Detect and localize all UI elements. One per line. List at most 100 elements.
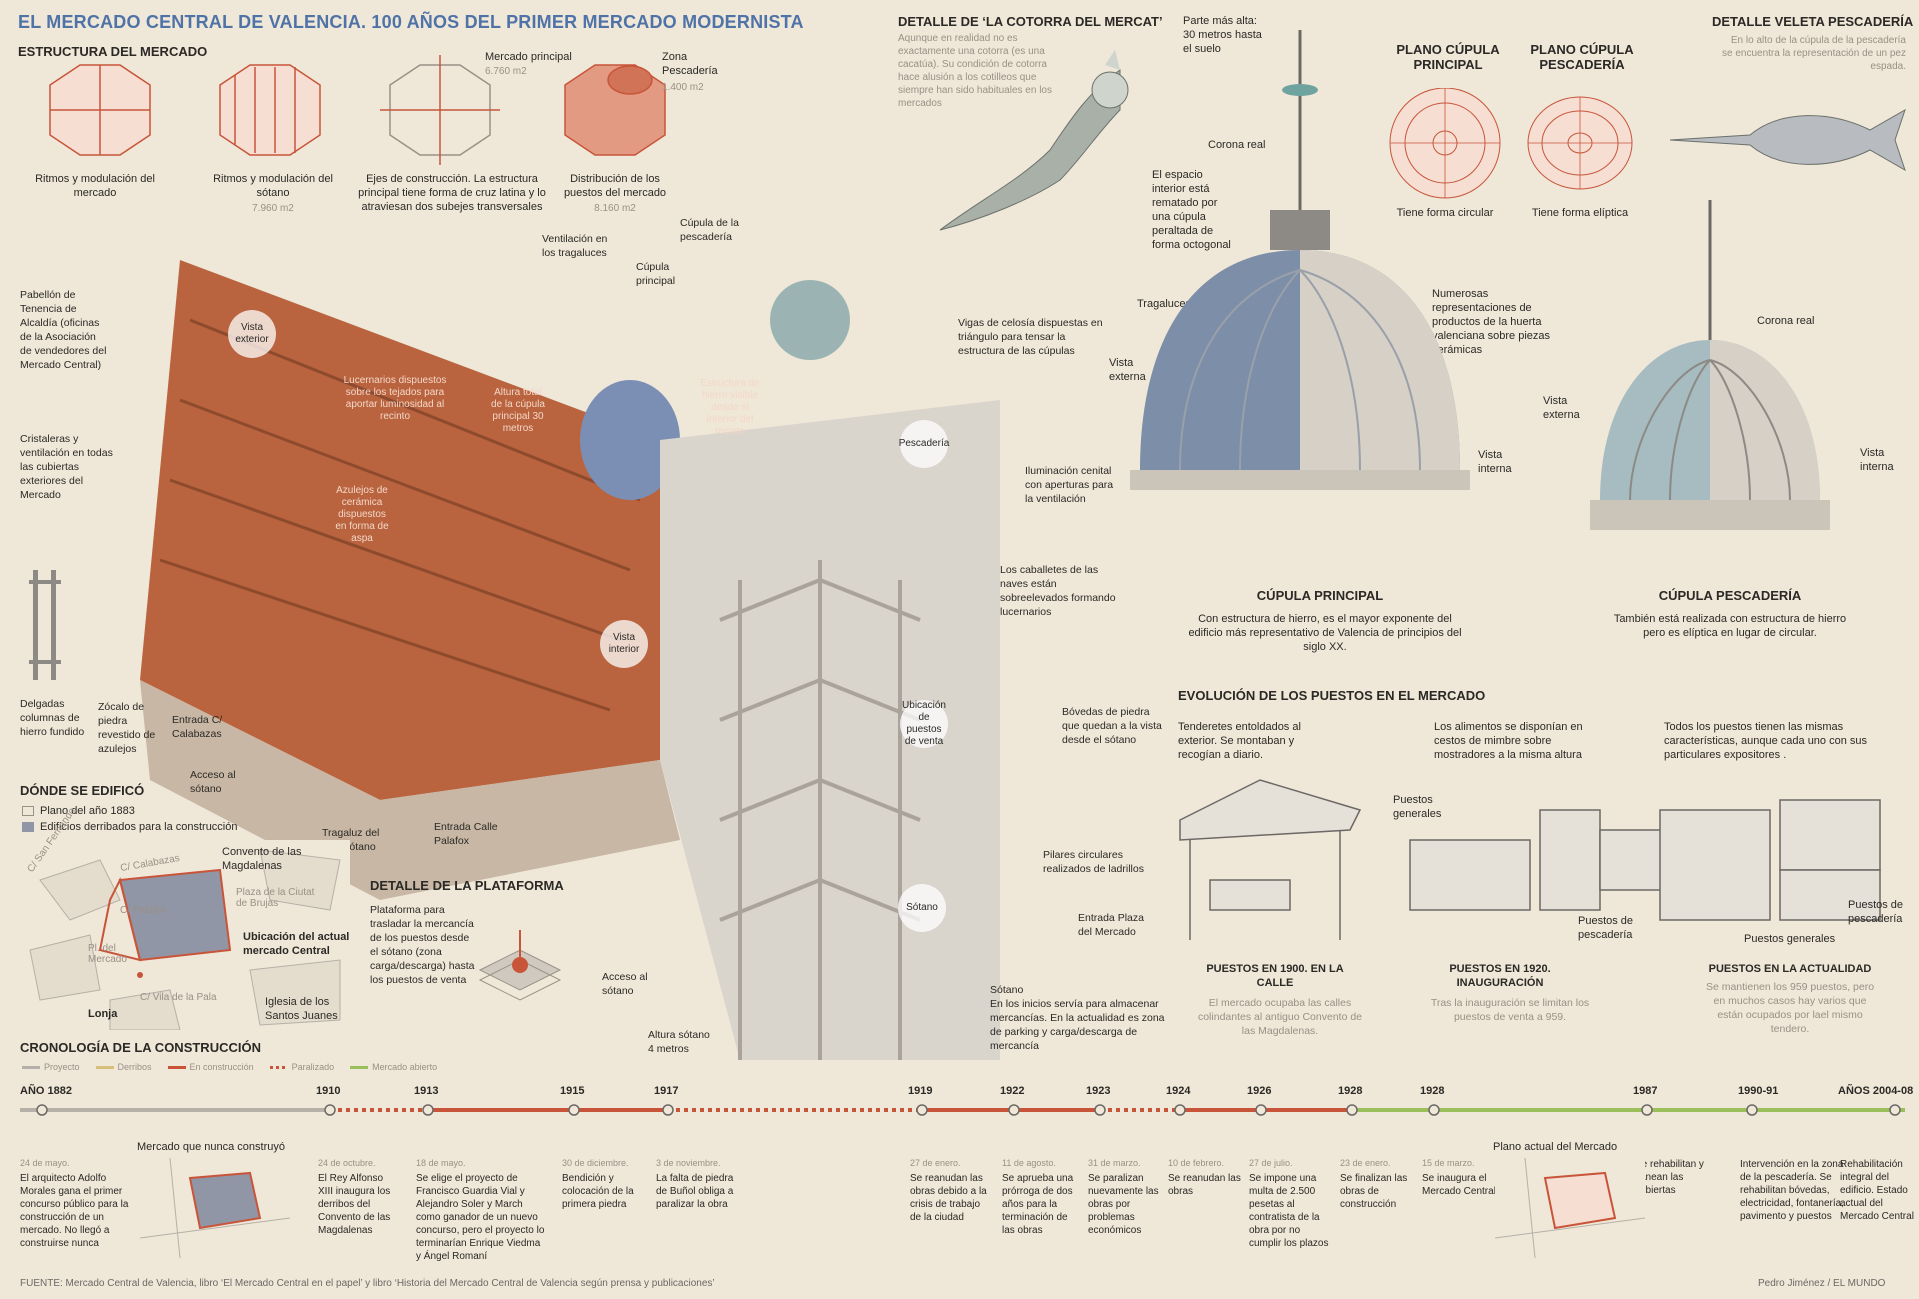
timeline-date: 15 de marzo. xyxy=(1422,1158,1475,1168)
ubicacion-label: Ubicación del actual mercado Central xyxy=(243,931,350,957)
plan-label-3: Ejes de construcción. La estructura prin… xyxy=(358,173,546,213)
estructura-hierro-label: Estructura de hierro visible desde el in… xyxy=(700,378,760,437)
legend-label: Paralizado xyxy=(291,1062,335,1072)
col2-title: PUESTOS EN 1920. INAUGURACIÓN xyxy=(1449,963,1551,989)
timeline-marker xyxy=(1094,1104,1106,1116)
plano-principal-sub: Tiene forma circular xyxy=(1396,207,1494,219)
legend-swatch-derribados xyxy=(22,822,34,832)
timeline-description: Se impone una multa de 2.500 pesetas al … xyxy=(1249,1173,1329,1249)
col2-pescaderia-label: Puestos de pescadería xyxy=(1578,915,1634,941)
azulejos-label: Azulejos de cerámica dispuestos en forma… xyxy=(335,485,389,544)
sotano-bubble: Sótano xyxy=(898,884,946,932)
legend-item: Derribos xyxy=(95,1062,152,1072)
timeline-date: 31 de marzo. xyxy=(1088,1158,1141,1168)
timeline-marker xyxy=(1255,1104,1267,1116)
col2-generales-label: Puestos generales xyxy=(1393,794,1442,820)
legend-swatch xyxy=(269,1065,288,1069)
donde-heading: DÓNDE SE EDIFICÓ xyxy=(20,783,145,798)
plano-pescaderia-heading: PLANO CÚPULA PESCADERÍA xyxy=(1530,42,1634,72)
entrada-palafox-label: Entrada Calle Palafox xyxy=(434,821,498,847)
plataforma-text: Plataforma para trasladar la mercancía d… xyxy=(370,904,475,986)
evolucion-col2-top: Los alimentos se disponían en cestos de … xyxy=(1434,721,1583,761)
timeline-year: 1910 xyxy=(316,1085,341,1097)
planos-illustration xyxy=(1389,88,1633,199)
cupula-principal-text: Con estructura de hierro, es el mayor ex… xyxy=(1188,613,1462,653)
timeline-date: 30 de diciembre. xyxy=(562,1158,629,1168)
ventilacion-label: Ventilación en los tragaluces xyxy=(542,233,608,259)
sotano-title: Sótano xyxy=(990,984,1024,996)
veleta-vista-externa-label: Vista externa xyxy=(1543,395,1580,421)
zocalo-label: Zócalo de piedra revestido de azulejos xyxy=(98,701,156,755)
timeline-description: Rehabilitación integral del edificio. Es… xyxy=(1840,1159,1914,1222)
plan-sub-4: 8.160 m2 xyxy=(594,203,636,214)
cupula-pescaderia-label: Cúpula de la pescadería xyxy=(680,217,739,243)
corona-real-label: Corona real xyxy=(1208,139,1266,151)
timeline-date: 23 de enero. xyxy=(1340,1158,1391,1168)
cotorra-illustration xyxy=(939,50,1129,231)
pl-mercado-label: Pl. del Mercado xyxy=(88,943,127,965)
evolucion-col1-top: Tenderetes entoldados al exterior. Se mo… xyxy=(1178,721,1301,761)
iglesia-label: Iglesia de los Santos Juanes xyxy=(265,996,338,1022)
pez-espada-illustration xyxy=(1670,108,1906,172)
acceso-sotano-1-label: Acceso al sótano xyxy=(190,769,236,795)
timeline-year: 1922 xyxy=(1000,1085,1025,1097)
timeline-year: 1924 xyxy=(1166,1085,1191,1097)
lonja-label: Lonja xyxy=(88,1008,118,1020)
altura-sotano-label: Altura sótano 4 metros xyxy=(648,1029,710,1055)
timeline-description: Se reanudan las obras debido a la crisis… xyxy=(910,1173,987,1223)
timeline-description: La falta de piedra de Buñol obliga a par… xyxy=(656,1173,734,1210)
timeline-marker xyxy=(1746,1104,1758,1116)
evolucion-heading: EVOLUCIÓN DE LOS PUESTOS EN EL MERCADO xyxy=(1178,688,1486,703)
vista-externa-label: Vista externa xyxy=(1109,357,1146,383)
legend-swatch xyxy=(167,1065,186,1069)
timeline-year: 1915 xyxy=(560,1085,585,1097)
vista-interna-label: Vista interna xyxy=(1478,449,1512,475)
legend-item: Mercado abierto xyxy=(350,1062,437,1072)
pabellon-label: Pabellón de Tenencia de Alcaldía (oficin… xyxy=(20,289,107,371)
timeline-marker xyxy=(1641,1104,1653,1116)
veleta-vista-interna-label: Vista interna xyxy=(1860,447,1894,473)
timeline-description: El arquitecto Adolfo Morales gana el pri… xyxy=(20,1173,129,1249)
mercado-principal-area: 6.760 m2 xyxy=(485,66,527,77)
vigas-label: Vigas de celosía dispuestas en triángulo… xyxy=(958,317,1103,357)
col3-generales-label: Puestos generales xyxy=(1744,933,1836,945)
convento-label: Convento de las Magdalenas xyxy=(222,846,302,872)
col2-text: Tras la inauguración se limitan los pues… xyxy=(1430,997,1590,1023)
floor-plans-illustration xyxy=(49,55,666,165)
timeline-description: Se reanudan las obras xyxy=(1168,1173,1241,1197)
timeline-year: 1987 xyxy=(1633,1085,1658,1097)
plataforma-illustration xyxy=(478,930,562,1001)
timeline-year: 1928 xyxy=(1338,1085,1363,1097)
pilares-label: Pilares circulares realizados de ladrill… xyxy=(1043,849,1144,875)
timeline-date: 24 de mayo. xyxy=(20,1158,70,1168)
timeline-year: 1917 xyxy=(654,1085,679,1097)
entrada-plaza-label: Entrada Plaza del Mercado xyxy=(1078,912,1144,938)
legend-swatch-1883 xyxy=(22,806,34,816)
zona-pescaderia-label: Zona Pescadería xyxy=(662,51,718,77)
tragaluces-label: Tragaluces xyxy=(1137,298,1192,310)
plano-principal-heading: PLANO CÚPULA PRINCIPAL xyxy=(1396,42,1500,72)
timeline-year: AÑOS 2004-08 xyxy=(1838,1085,1914,1097)
lucernarios-label: Lucernarios dispuestos sobre los tejados… xyxy=(343,375,447,422)
timeline-date: 11 de agosto. xyxy=(1002,1158,1056,1168)
mercado-nunca-label: Mercado que nunca construyó xyxy=(137,1141,285,1153)
timeline-marker xyxy=(568,1104,580,1116)
legend-derribados: Edificios derribados para la construcció… xyxy=(40,821,238,833)
cupula-pescaderia-text: También está realizada con estructura de… xyxy=(1613,613,1847,639)
cupula-principal-illustration xyxy=(1130,30,1470,490)
timeline-date: 18 de mayo. xyxy=(416,1158,466,1168)
veleta-text: En lo alto de la cúpula de la pescadería… xyxy=(1721,35,1906,72)
plan-sub-2: 7.960 m2 xyxy=(252,203,294,214)
puestos-illustration xyxy=(1179,779,1881,940)
timeline-marker xyxy=(324,1104,336,1116)
timeline-marker xyxy=(422,1104,434,1116)
location-map xyxy=(20,840,350,1030)
timeline-year: AÑO 1882 xyxy=(20,1085,72,1097)
legend-swatch xyxy=(350,1065,369,1069)
timeline-description: El Rey Alfonso XIII inaugura los derribo… xyxy=(318,1173,391,1236)
legend-label: Proyecto xyxy=(44,1062,80,1072)
timeline-year: 1990-91 xyxy=(1738,1085,1779,1097)
c-vila-pala-label: C/ Vila de la Pala xyxy=(140,992,217,1003)
delgadas-label: Delgadas columnas de hierro fundido xyxy=(20,698,85,738)
